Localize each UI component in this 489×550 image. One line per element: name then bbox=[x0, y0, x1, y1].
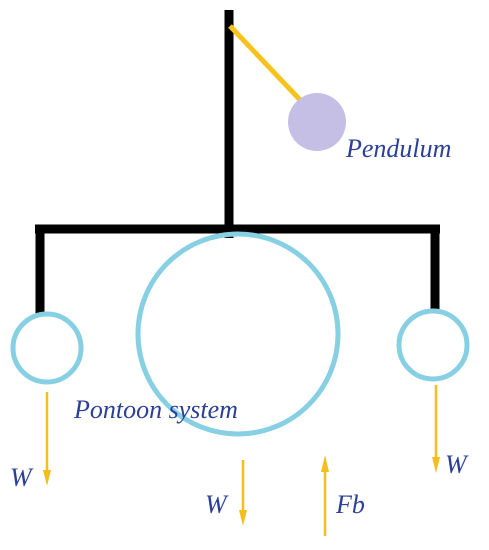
frame bbox=[35, 10, 440, 316]
right-pontoon bbox=[396, 308, 470, 382]
pontoon-system-label: Pontoon system bbox=[73, 395, 238, 424]
pendulum-rod bbox=[228, 24, 304, 104]
pendulum-bob bbox=[288, 93, 346, 151]
weight-arrow-left bbox=[43, 392, 51, 486]
weight-label-center: W bbox=[205, 490, 229, 519]
weight-label-right: W bbox=[445, 450, 469, 479]
left-pontoon bbox=[10, 311, 84, 385]
pendulum-label: Pendulum bbox=[345, 134, 451, 163]
buoyancy-arrow bbox=[321, 455, 329, 536]
weight-label-left: W bbox=[10, 463, 34, 492]
weight-arrow-center bbox=[239, 460, 247, 526]
center-pontoon bbox=[135, 231, 341, 437]
buoyancy-label: Fb bbox=[335, 490, 365, 519]
pontoons bbox=[10, 231, 470, 437]
force-arrows bbox=[43, 385, 440, 536]
weight-arrow-right bbox=[432, 385, 440, 473]
